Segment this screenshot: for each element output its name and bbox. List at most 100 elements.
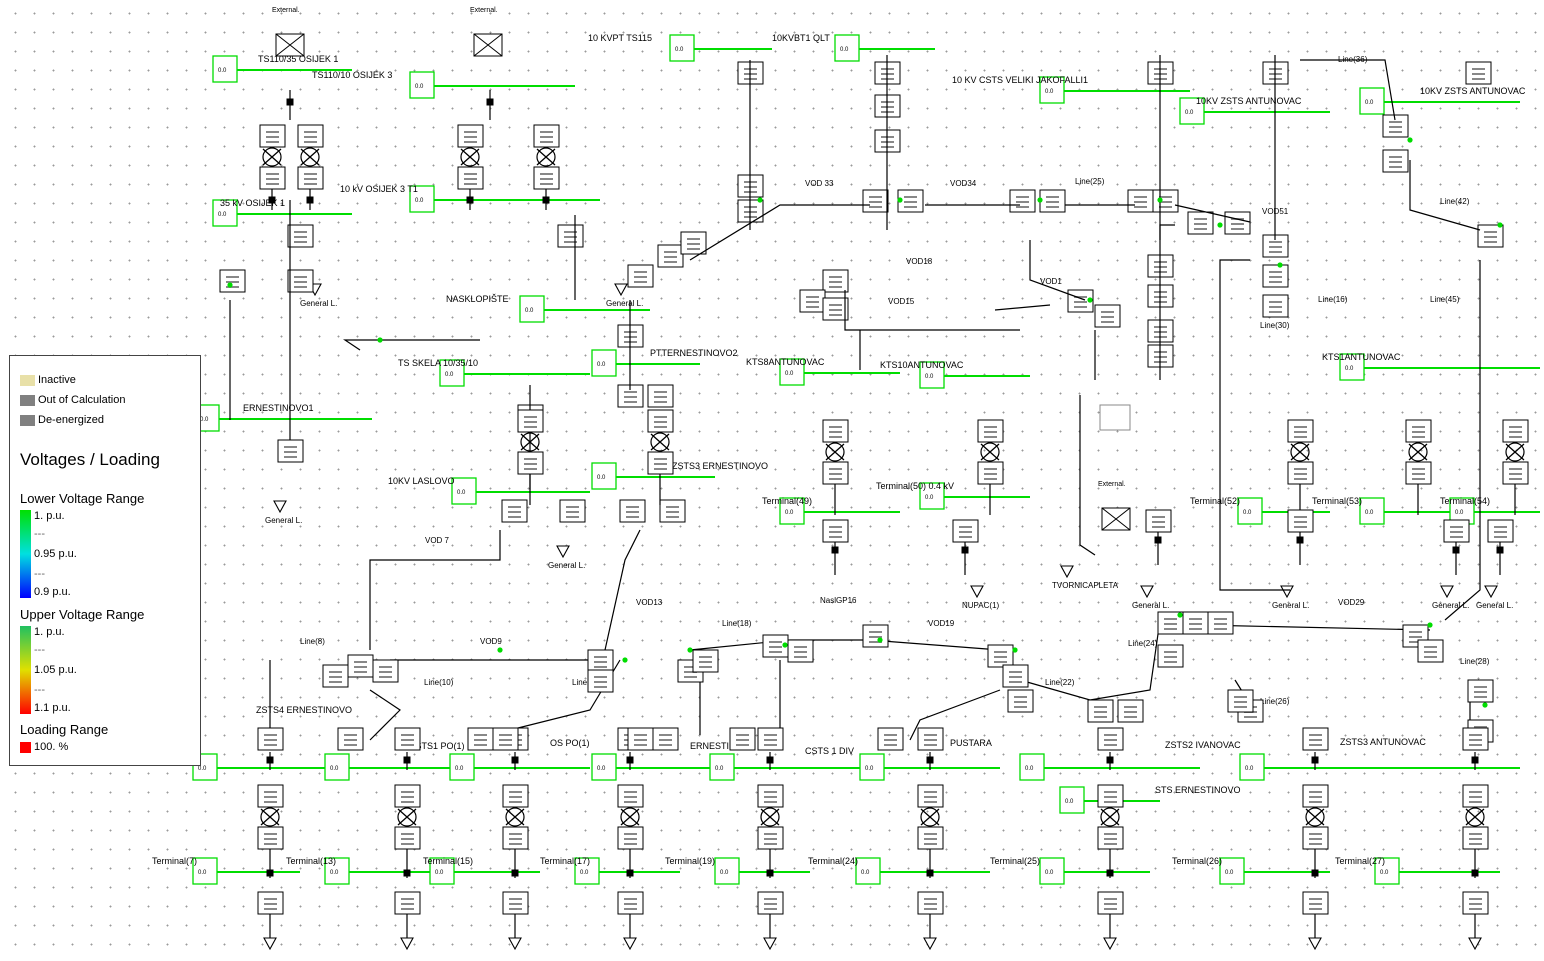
bus-result-box[interactable] bbox=[324, 857, 350, 885]
bus-result-box[interactable] bbox=[212, 55, 238, 83]
breaker-icon[interactable] bbox=[1496, 546, 1504, 554]
transformer-icon[interactable] bbox=[760, 808, 780, 826]
line-segment[interactable] bbox=[1159, 224, 1175, 380]
load-arrow-icon[interactable] bbox=[400, 937, 414, 951]
transformer-icon[interactable] bbox=[460, 148, 480, 166]
bus-result-box[interactable] bbox=[439, 359, 465, 387]
bus-result-box[interactable] bbox=[855, 857, 881, 885]
line-segment[interactable] bbox=[689, 204, 870, 261]
breaker-icon[interactable] bbox=[466, 196, 474, 204]
line-segment[interactable] bbox=[1174, 204, 1251, 223]
bus-result-box[interactable] bbox=[591, 753, 617, 781]
breaker-icon[interactable] bbox=[486, 98, 494, 106]
breaker-icon[interactable] bbox=[403, 869, 411, 877]
bus-result-box[interactable] bbox=[1179, 97, 1205, 125]
breaker-icon[interactable] bbox=[626, 869, 634, 877]
bus-result-box[interactable] bbox=[779, 358, 805, 386]
breaker-icon[interactable] bbox=[766, 756, 774, 764]
bus-result-box[interactable] bbox=[1359, 87, 1385, 115]
line-segment[interactable] bbox=[369, 689, 401, 741]
line-segment[interactable] bbox=[844, 290, 1020, 331]
transformer-icon[interactable] bbox=[1408, 443, 1428, 461]
bus-result-box[interactable] bbox=[1359, 497, 1385, 525]
breaker-icon[interactable] bbox=[926, 869, 934, 877]
bus-result-box[interactable] bbox=[919, 482, 945, 510]
disconnected-box[interactable] bbox=[1099, 404, 1131, 431]
load-arrow-icon[interactable] bbox=[763, 937, 777, 951]
bus-result-box[interactable] bbox=[1039, 76, 1065, 104]
line-segment[interactable] bbox=[1219, 259, 1290, 591]
bus-result-box[interactable] bbox=[429, 857, 455, 885]
breaker-icon[interactable] bbox=[306, 196, 314, 204]
transformer-icon[interactable] bbox=[1100, 808, 1120, 826]
load-arrow-icon[interactable] bbox=[1103, 937, 1117, 951]
bus-result-box[interactable] bbox=[409, 185, 435, 213]
load-arrow-icon[interactable] bbox=[623, 937, 637, 951]
load-arrow-icon[interactable] bbox=[1484, 585, 1498, 599]
line-segment[interactable] bbox=[1079, 395, 1096, 556]
bus-result-box[interactable] bbox=[1239, 753, 1265, 781]
line-segment[interactable] bbox=[1300, 59, 1396, 121]
breaker-icon[interactable] bbox=[266, 756, 274, 764]
transformer-icon[interactable] bbox=[650, 433, 670, 451]
bus-result-box[interactable] bbox=[1039, 857, 1065, 885]
breaker-icon[interactable] bbox=[266, 869, 274, 877]
breaker-icon[interactable] bbox=[542, 196, 550, 204]
transformer-icon[interactable] bbox=[1465, 808, 1485, 826]
breaker-icon[interactable] bbox=[926, 756, 934, 764]
bus-result-box[interactable] bbox=[591, 349, 617, 377]
bus-result-box[interactable] bbox=[834, 34, 860, 62]
breaker-icon[interactable] bbox=[1311, 756, 1319, 764]
bus-result-box[interactable] bbox=[1059, 786, 1085, 814]
load-arrow-icon[interactable] bbox=[614, 283, 628, 297]
load-arrow-icon[interactable] bbox=[1308, 937, 1322, 951]
breaker-icon[interactable] bbox=[1106, 869, 1114, 877]
bus-result-box[interactable] bbox=[192, 857, 218, 885]
transformer-icon[interactable] bbox=[520, 433, 540, 451]
bus-result-box[interactable] bbox=[919, 361, 945, 389]
breaker-icon[interactable] bbox=[1452, 546, 1460, 554]
load-arrow-icon[interactable] bbox=[1440, 585, 1454, 599]
transformer-icon[interactable] bbox=[505, 808, 525, 826]
bus-result-box[interactable] bbox=[669, 34, 695, 62]
breaker-icon[interactable] bbox=[831, 546, 839, 554]
breaker-icon[interactable] bbox=[1471, 756, 1479, 764]
transformer-icon[interactable] bbox=[825, 443, 845, 461]
line-segment[interactable] bbox=[909, 689, 1001, 741]
transformer-icon[interactable] bbox=[980, 443, 1000, 461]
line-segment[interactable] bbox=[1019, 619, 1431, 701]
load-arrow-icon[interactable] bbox=[508, 937, 522, 951]
breaker-icon[interactable] bbox=[1296, 536, 1304, 544]
line-segment[interactable] bbox=[689, 639, 1001, 651]
bus-result-box[interactable] bbox=[859, 753, 885, 781]
transformer-icon[interactable] bbox=[536, 148, 556, 166]
load-arrow-icon[interactable] bbox=[923, 937, 937, 951]
transformer-icon[interactable] bbox=[397, 808, 417, 826]
breaker-icon[interactable] bbox=[1154, 536, 1162, 544]
line-segment[interactable] bbox=[369, 530, 501, 650]
line-segment[interactable] bbox=[1444, 260, 1481, 621]
breaker-icon[interactable] bbox=[1106, 756, 1114, 764]
bus-result-box[interactable] bbox=[1339, 353, 1365, 381]
transformer-icon[interactable] bbox=[262, 148, 282, 166]
load-arrow-icon[interactable] bbox=[556, 545, 570, 559]
bus-result-box[interactable] bbox=[409, 71, 435, 99]
transformer-icon[interactable] bbox=[1505, 443, 1525, 461]
breaker-icon[interactable] bbox=[1471, 869, 1479, 877]
breaker-icon[interactable] bbox=[961, 546, 969, 554]
bus-result-box[interactable] bbox=[519, 295, 545, 323]
load-arrow-icon[interactable] bbox=[1140, 585, 1154, 599]
load-arrow-icon[interactable] bbox=[1280, 585, 1294, 599]
bus-result-box[interactable] bbox=[779, 497, 805, 525]
transformer-icon[interactable] bbox=[1290, 443, 1310, 461]
bus-result-box[interactable] bbox=[449, 753, 475, 781]
breaker-icon[interactable] bbox=[766, 869, 774, 877]
bus-result-box[interactable] bbox=[574, 857, 600, 885]
bus-result-box[interactable] bbox=[591, 462, 617, 490]
line-segment[interactable] bbox=[1409, 160, 1481, 231]
bus-result-box[interactable] bbox=[1219, 857, 1245, 885]
line-segment[interactable] bbox=[1029, 240, 1086, 301]
load-arrow-icon[interactable] bbox=[273, 500, 287, 514]
breaker-icon[interactable] bbox=[1311, 869, 1319, 877]
